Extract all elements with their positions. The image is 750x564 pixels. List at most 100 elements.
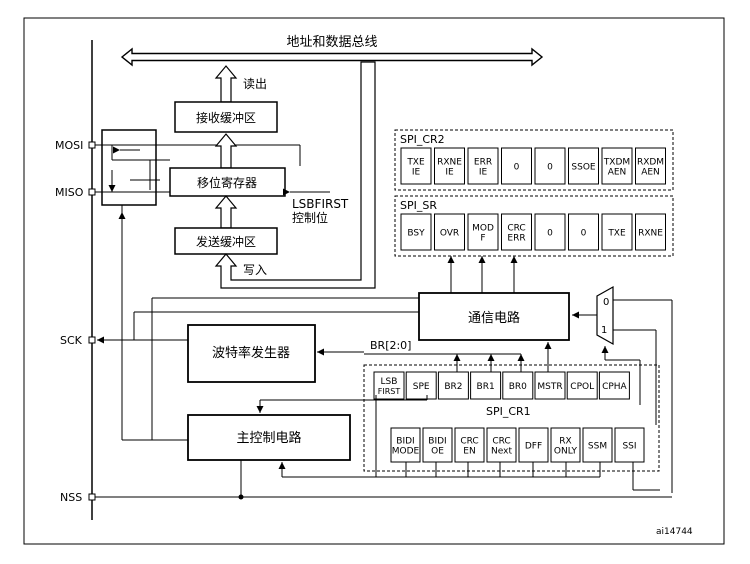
cr2-bit-label: AEN: [641, 168, 660, 178]
rx-buffer: 接收缓冲区: [174, 101, 278, 133]
cr2-bit-ssoe: SSOE: [568, 147, 599, 185]
sr-bit-txe: TXE: [601, 213, 633, 251]
shift-register: 移位寄存器: [169, 167, 286, 197]
comm-circuit: 通信电路: [418, 292, 570, 341]
cr2-bit-label: 0: [514, 163, 520, 173]
cr1-bit-label: SPE: [413, 382, 430, 392]
bus-label: 地址和数据总线: [286, 35, 377, 50]
comm-circuit-label: 通信电路: [468, 310, 520, 326]
cr1-bit-label: BR1: [477, 382, 495, 392]
figure-id: ai14744: [656, 527, 693, 537]
cr1-bit-br0: BR0: [502, 371, 534, 400]
cr1-bit-label: MODE: [392, 447, 420, 457]
tx-buffer-label: 发送缓冲区: [196, 234, 256, 249]
cr2-bit-label: TXDM: [603, 158, 630, 168]
baud-rate-generator-label: 波特率发生器: [212, 345, 290, 361]
pin-sck: SCK: [60, 334, 96, 347]
sr-bit-rxne: RXNE: [635, 213, 666, 251]
pin-miso-label: MISO: [55, 186, 84, 199]
cr1-bit-label: FIRST: [378, 387, 401, 396]
write-path: 写入: [214, 61, 376, 289]
read-label: 读出: [243, 77, 267, 91]
cr1-bit-label: MSTR: [537, 382, 562, 392]
cr1-bit-spe: SPE: [405, 371, 437, 400]
cr1-bit-br2: BR2: [437, 371, 469, 400]
cr1-bit-label: SSM: [588, 442, 607, 452]
br-label: BR[2:0]: [370, 339, 411, 352]
cr1-bit-label: DFF: [525, 442, 542, 452]
cr2-title: SPI_CR2: [400, 133, 445, 146]
cr1-bit-mstr: MSTR: [534, 371, 566, 400]
sr-bit-label: F: [480, 234, 485, 244]
cr2-bit-label: RXNE: [437, 158, 462, 168]
cr1-bit-lsbfirst: LSBFIRST: [373, 371, 405, 400]
mux-in1-label: 1: [601, 325, 607, 336]
cr1-bit-cpol: CPOL: [566, 371, 598, 400]
lsbfirst-caption: 控制位: [292, 210, 328, 225]
cr2-bit-label: RXDM: [637, 158, 664, 168]
write-label: 写入: [243, 263, 267, 277]
cr1-title: SPI_CR1: [486, 405, 531, 418]
cr2-bit-label: IE: [412, 168, 421, 178]
sr-bit-ovr: OVR: [434, 213, 465, 251]
cr1-bit-ssm: SSM: [582, 427, 613, 463]
cr1-bit-label: BR2: [444, 382, 462, 392]
cr1-bit-label: LSB: [381, 377, 398, 387]
sr-bit-0: 0: [568, 213, 599, 251]
read-arrow: 读出: [214, 65, 267, 103]
cr1-bit-dff: DFF: [518, 427, 549, 463]
sr-bit-label: RXNE: [638, 229, 663, 239]
sr-bit-label: ERR: [507, 234, 525, 244]
nss-bus-lines: [95, 395, 672, 500]
shift-to-rx-arrow: [214, 133, 238, 169]
cr2-bit-label: 0: [547, 163, 553, 173]
sr-bit-label: CRC: [507, 224, 525, 234]
cr1-bit-cpha: CPHA: [598, 371, 630, 400]
sr-bit-label: BSY: [407, 229, 425, 239]
cr1-bit-label: ONLY: [554, 447, 578, 457]
sr-bit-label: MOD: [472, 224, 494, 234]
sr-to-comm-lines: [447, 256, 518, 293]
cr1-bit-label: EN: [463, 447, 475, 457]
pin-nss: NSS: [60, 491, 96, 504]
sr-bit-label: TXE: [607, 229, 626, 239]
sr-bit-label: 0: [581, 229, 587, 239]
cr1-bit-label: BIDI: [396, 437, 414, 447]
sr-bit-0: 0: [534, 213, 566, 251]
cr1-bit-label: RX: [559, 437, 571, 447]
cr1-bit-ssi: SSI: [614, 427, 645, 463]
tx-to-shift-arrow: [214, 195, 238, 229]
cr1-bit-label: Next: [491, 447, 512, 457]
cr1-bit-label: BR0: [509, 382, 527, 392]
cr2-bit-label: IE: [445, 168, 454, 178]
mux-in0-label: 0: [603, 297, 609, 308]
cr2-bit-label: SSOE: [571, 163, 596, 173]
cr1-bit-label: SSI: [622, 442, 636, 452]
comm-to-pins-lines: [133, 297, 419, 440]
cr2-bit-label: IE: [479, 168, 488, 178]
cr1-bit-label: CRC: [492, 437, 510, 447]
data-bus: 地址和数据总线: [120, 35, 544, 67]
mux: 0 1: [572, 285, 673, 493]
sr-title: SPI_SR: [400, 199, 437, 212]
shift-register-label: 移位寄存器: [197, 175, 257, 190]
cr1-bit-label: CRC: [460, 437, 478, 447]
spi-cr1-register: SPI_CR1 LSBFIRST SPE BR2 BR1 BR0 MSTR CPOL CPHA…: [363, 364, 660, 472]
cr1-bit-label: CPOL: [570, 382, 594, 392]
pin-mosi: MOSI: [55, 139, 96, 152]
io-switch-box: [95, 129, 301, 441]
pin-sck-label: SCK: [60, 334, 83, 347]
cr2-bit-label: AEN: [608, 168, 627, 178]
